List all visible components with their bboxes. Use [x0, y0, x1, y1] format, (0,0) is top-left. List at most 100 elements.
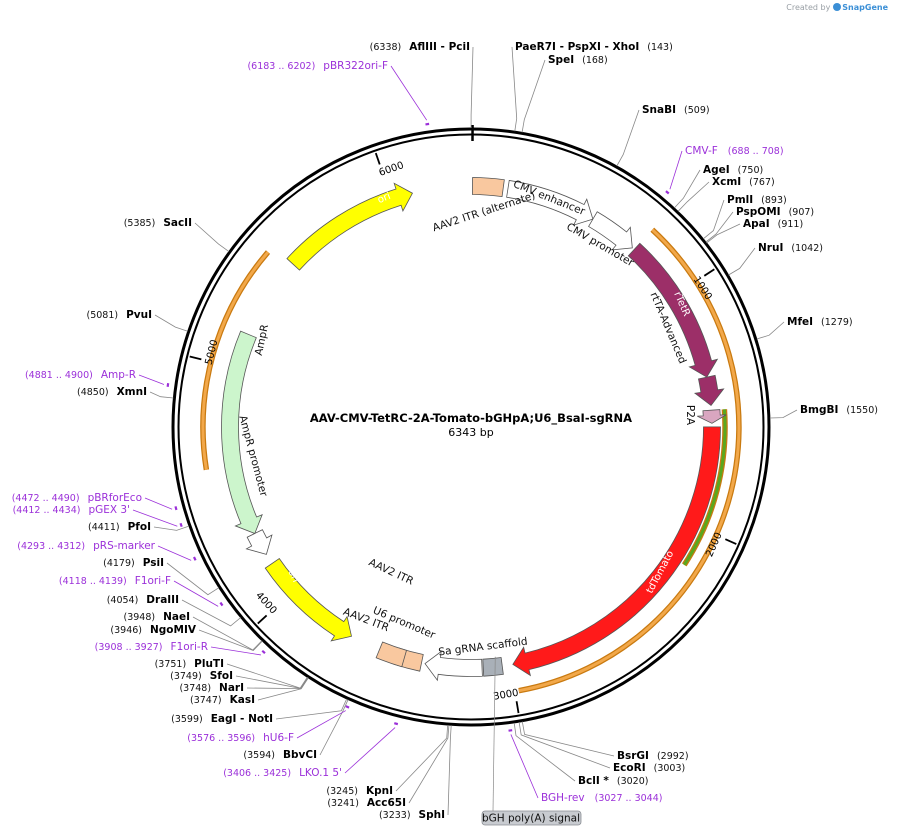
primer-name: F1ori-F [135, 575, 171, 587]
primer-name: hU6-F [263, 732, 294, 744]
site-name: MfeI [787, 316, 813, 328]
primer-position: (3576 .. 3596) [187, 733, 255, 744]
site-leader [395, 725, 449, 792]
site-leader [181, 599, 241, 627]
site-leader [194, 222, 230, 252]
primer-position: (3908 .. 3927) [95, 642, 163, 653]
credit-brand: SnapGene [842, 3, 888, 12]
site-name: EcoRI [613, 762, 646, 774]
site-name: XmnI [117, 386, 147, 398]
site-name: BsrGI [617, 750, 649, 762]
restriction-site: (3751)PluTI [155, 658, 224, 670]
restriction-site: PspOMI(907) [736, 206, 814, 218]
feature-arrow-ori [286, 182, 413, 271]
site-name: KasI [230, 694, 255, 706]
site-leader [246, 677, 309, 690]
feature-arrow-rtta-advanced [693, 374, 725, 406]
restriction-site: BsrGI (2992) [617, 750, 689, 762]
primer-site: (4118 .. 4139)F1ori-F [59, 575, 171, 587]
site-leader [235, 675, 309, 689]
site-name: PluTI [194, 658, 224, 670]
site-leader [198, 629, 263, 651]
primer-site: BGH-rev(3027 .. 3044) [541, 792, 662, 804]
restriction-site: PmlI(893) [727, 194, 787, 206]
primer-position: (4412 .. 4434) [13, 505, 81, 516]
restriction-site: (4850) XmnI [77, 386, 147, 398]
feature-label: P2A [684, 405, 696, 426]
restriction-site: SpeI(168) [548, 54, 608, 66]
site-leader [769, 409, 798, 419]
site-name: Acc65I [367, 797, 406, 809]
restriction-site: (3747) KasI [190, 694, 255, 706]
restriction-site: XcmI(767) [712, 176, 775, 188]
restriction-site: NruI(1042) [758, 242, 823, 254]
primer-mark [179, 522, 183, 528]
site-name: NgoMIV [150, 624, 197, 636]
primer-name: pBR322ori-F [323, 60, 388, 72]
primer-site: (4293 .. 4312)pRS-marker [17, 540, 155, 552]
feature-arrow-tdtomato [512, 426, 721, 677]
site-leader [226, 663, 308, 689]
site-position: (3948) [124, 612, 156, 623]
site-position: (767) [749, 177, 775, 188]
site-position: (4850) [77, 387, 109, 398]
backbone-inner-strand [177, 133, 765, 721]
restriction-site: (3594)BbvCI [243, 749, 317, 761]
feature-arrow-cmv-enhancer [506, 179, 594, 226]
primer-name: LKO.1 5' [299, 767, 342, 779]
site-position: (168) [582, 55, 608, 66]
feature-arrow-f1-ori [264, 557, 352, 642]
restriction-site: (3233)SphI [379, 809, 445, 821]
feature-arrow-sa-grna-scaffold [482, 657, 504, 677]
site-leader [511, 46, 518, 132]
feature-arrows [221, 177, 727, 682]
primer-mark [166, 383, 170, 387]
restriction-site: (3245)KpnI [326, 785, 393, 797]
site-name: DraIII [146, 594, 179, 606]
restriction-site: (5385)SacII [124, 217, 192, 229]
site-leader [192, 616, 263, 651]
feature-arrow-aav2-itr-alternate- [472, 177, 505, 198]
site-leader [756, 321, 785, 340]
site-leader [408, 725, 450, 804]
site-name: PsiI [143, 557, 164, 569]
site-position: (2992) [657, 751, 689, 762]
primer-mark [219, 601, 224, 607]
site-leader [616, 109, 640, 167]
outer-arc [201, 251, 270, 471]
site-position: (4179) [103, 558, 135, 569]
restriction-site: (6338)AflIII - PciI [370, 41, 470, 53]
site-leader [674, 169, 701, 209]
feature-arrow-ampr-promoter [245, 529, 273, 555]
primer-leader [669, 150, 683, 190]
site-leader [153, 525, 190, 531]
scale-tick [703, 268, 715, 277]
site-position: (3749) [170, 671, 202, 682]
primer-position: (3406 .. 3425) [223, 768, 291, 779]
site-position: (3747) [190, 695, 222, 706]
restriction-site: (4411)PfoI [88, 521, 151, 533]
scale-tick-label: 2000 [704, 531, 724, 559]
feature-label-leader [492, 656, 496, 812]
primer-position: (688 .. 708) [728, 146, 784, 157]
primer-leader [132, 509, 178, 527]
site-position: (6338) [370, 42, 402, 53]
primer-mark [665, 190, 670, 195]
scale-tick [724, 538, 737, 545]
restriction-site: (4054)DraIII [107, 594, 179, 606]
site-position: (4411) [88, 522, 120, 533]
plasmid-length: 6343 bp [448, 426, 493, 439]
primer-mark [394, 722, 399, 726]
site-leader [518, 722, 611, 769]
site-position: (3748) [179, 683, 211, 694]
primer-name: CMV-F [685, 145, 718, 157]
site-position: (1042) [791, 243, 823, 254]
restriction-site: (3748)NarI [179, 682, 244, 694]
site-leader [275, 698, 348, 720]
primer-name: F1ori-R [171, 641, 208, 653]
site-position: (907) [789, 207, 815, 218]
scale-tick-label: 4000 [253, 590, 278, 616]
